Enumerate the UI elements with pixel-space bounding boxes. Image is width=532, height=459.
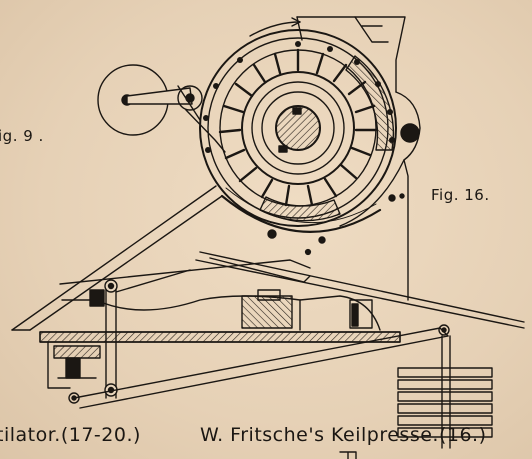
frame: [11, 185, 525, 331]
lever: [68, 269, 450, 409]
housing: [267, 91, 421, 301]
keilpresse-caption: W. Fritsche's Keilpresse.(16.): [200, 424, 487, 446]
drum: [199, 17, 397, 227]
figure-16-label: Fig. 16.: [431, 186, 490, 204]
figure-9-label: ig. 9 .: [0, 127, 44, 145]
base: [39, 289, 401, 389]
weight-stack: [397, 335, 493, 449]
ventilator-caption: tilator.(17-20.): [0, 424, 141, 446]
hopper: [296, 16, 406, 93]
handwheel: [97, 64, 226, 153]
